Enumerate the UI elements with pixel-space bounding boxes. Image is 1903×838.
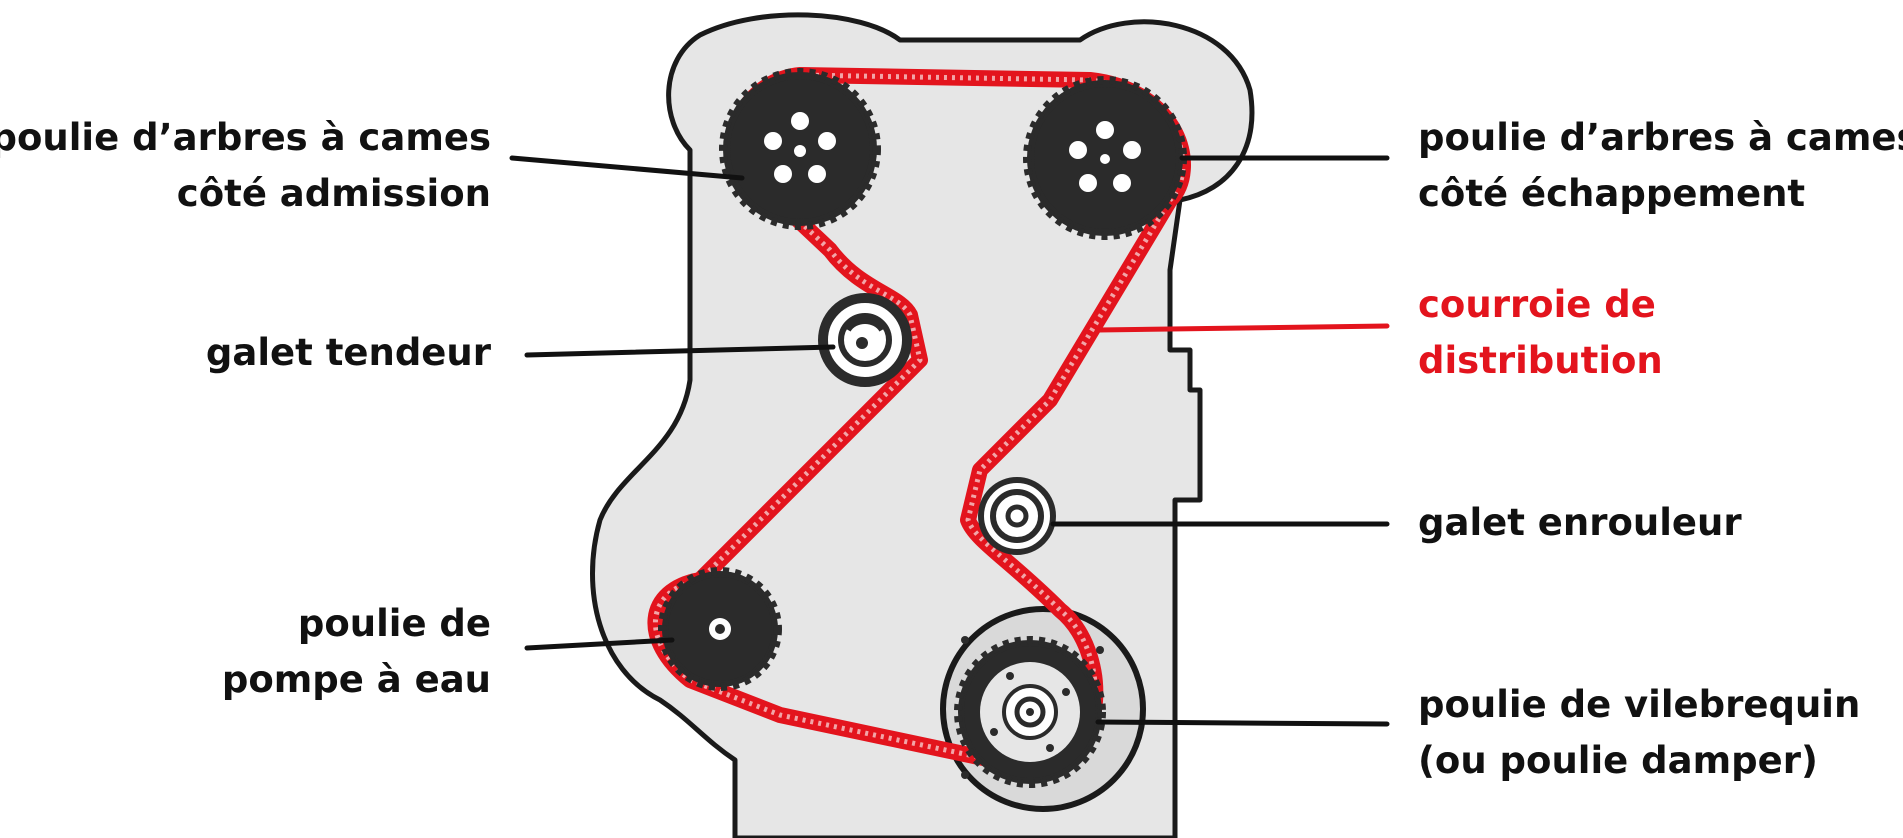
tensioner-pulley: [818, 293, 912, 387]
leader-water-pump: [524, 637, 675, 651]
label-timing-belt: courroie de distribution: [1418, 277, 1663, 389]
label-line: (ou poulie damper): [1418, 739, 1818, 782]
label-tensioner: galet tendeur: [206, 325, 491, 381]
leader-crankshaft: [1095, 719, 1390, 727]
leader-lines: [509, 155, 1390, 727]
label-intake-cam-pulley: poulie d’arbres à cames côté admission: [0, 110, 491, 222]
crankshaft-pulley: [954, 636, 1106, 788]
exhaust-cam-pulley: [1023, 76, 1187, 240]
label-line: poulie d’arbres à cames: [1418, 116, 1903, 159]
intake-cam-pulley: [719, 68, 881, 230]
water-pump-pulley: [658, 567, 782, 691]
label-line: poulie de: [297, 602, 491, 645]
label-line: galet enrouleur: [1418, 501, 1742, 544]
label-line: côté admission: [176, 172, 491, 215]
idler-pulley: [978, 477, 1056, 555]
label-line: galet tendeur: [205, 331, 491, 374]
label-line: distribution: [1418, 339, 1663, 382]
label-idler: galet enrouleur: [1418, 495, 1742, 551]
label-exhaust-cam-pulley: poulie d’arbres à cames côté échappement: [1418, 110, 1903, 222]
label-line: côté échappement: [1418, 172, 1806, 215]
label-line: pompe à eau: [221, 658, 491, 701]
label-line: poulie d’arbres à cames: [0, 116, 491, 159]
leader-tensioner: [524, 344, 836, 358]
label-crankshaft-pulley: poulie de vilebrequin (ou poulie damper): [1418, 677, 1860, 789]
label-line: poulie de vilebrequin: [1418, 683, 1861, 726]
label-water-pump-pulley: poulie de pompe à eau: [222, 596, 491, 708]
leader-intake-cam: [509, 155, 745, 181]
leader-timing-belt: [1095, 323, 1390, 333]
label-line: courroie de: [1418, 283, 1656, 326]
